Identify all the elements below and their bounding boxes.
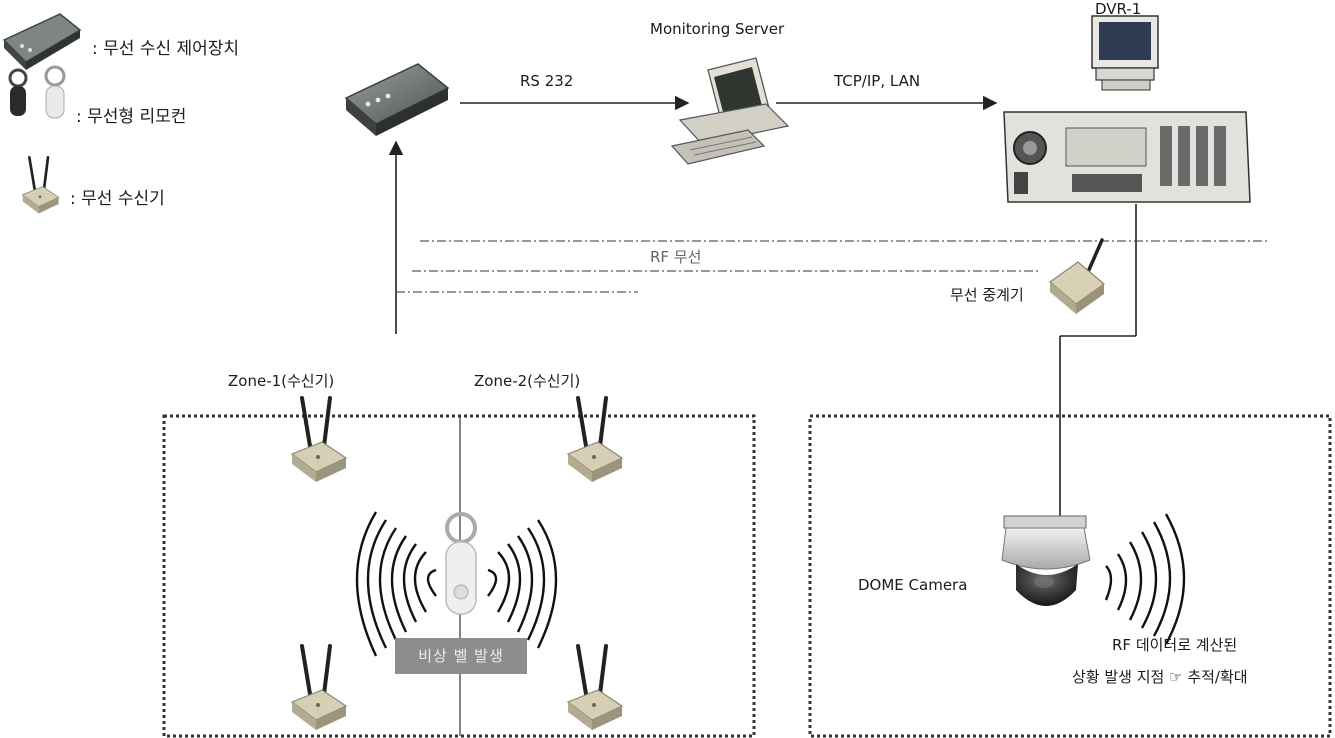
wireless-controller-icon: [344, 63, 450, 136]
right-wave-icon: [487, 519, 558, 649]
rs232-label: RS 232: [520, 72, 574, 90]
zone2-receiver-icon: [568, 398, 622, 482]
zone1-receiver-icon: [292, 398, 346, 482]
legend-controller-label: : 무선 수신 제어장치: [92, 39, 240, 59]
dvr-label: DVR-1: [1095, 0, 1142, 18]
zone-area-box: [162, 414, 756, 738]
monitoring-server-label: Monitoring Server: [650, 20, 785, 38]
dvr-monitor-icon: [1091, 15, 1159, 91]
zone3-receiver-icon: [292, 646, 346, 730]
remote-legend-icon: [8, 65, 66, 119]
zone1-label: Zone-1(수신기): [228, 372, 335, 390]
rf-caption-line1: RF 데이터로 계산된: [1112, 636, 1238, 654]
legend-receiver-label: : 무선 수신기: [70, 189, 165, 209]
remote-control-icon: [445, 512, 477, 615]
monitoring-server-icon: [670, 57, 790, 165]
dvr-unit-icon: [1003, 111, 1251, 203]
controller-legend-icon: [2, 13, 82, 70]
zone4-receiver-icon: [568, 646, 622, 730]
rf-wireless-lines: [396, 240, 1268, 293]
camera-area-box: [808, 414, 1332, 738]
receiver-legend-icon: [21, 156, 60, 215]
zone2-label: Zone-2(수신기): [474, 372, 581, 390]
repeater-icon: [1049, 238, 1105, 314]
legend-remote-label: : 무선형 리모컨: [76, 107, 187, 127]
repeater-label: 무선 중계기: [950, 286, 1024, 304]
tcpip-label: TCP/IP, LAN: [834, 72, 921, 90]
dome-camera-label: DOME Camera: [858, 576, 968, 594]
camera-wave-icon: [1104, 513, 1186, 645]
emergency-alarm-label: 비상 벨 발생: [395, 638, 527, 674]
left-wave-icon: [355, 511, 437, 657]
rf-wireless-label: RF 무선: [650, 248, 702, 266]
rf-caption-line2: 상황 발생 지점 ☞ 추적/확대: [1072, 668, 1248, 686]
dome-camera-icon: [1001, 515, 1091, 606]
